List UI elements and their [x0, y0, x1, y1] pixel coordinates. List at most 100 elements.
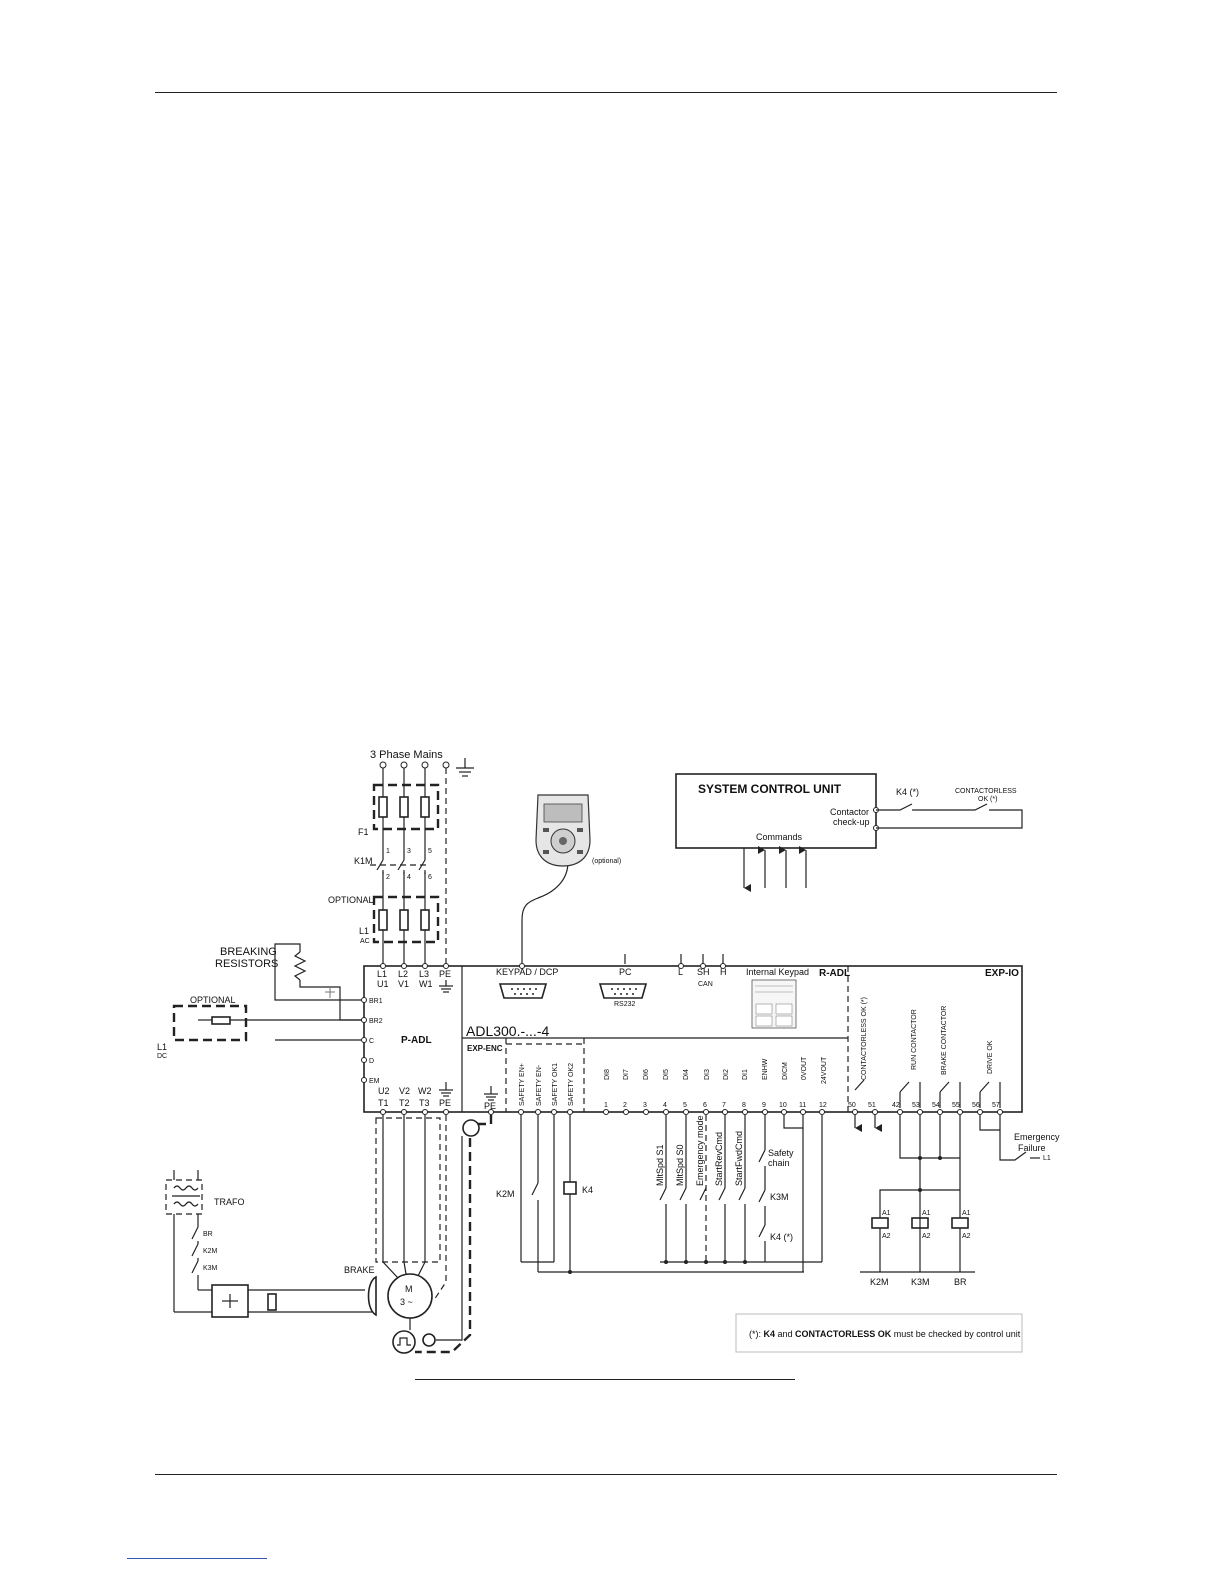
motor-m-label: M: [405, 1284, 413, 1294]
breaking-label-1: BREAKING: [220, 946, 277, 958]
coil-a2: A2: [882, 1233, 891, 1240]
terminal-pe-out: PE: [439, 1098, 451, 1108]
coil-a2: A2: [922, 1233, 931, 1240]
cmd-startfwd: StartFwdCmd: [734, 1131, 744, 1186]
rs232-label: RS232: [614, 1001, 636, 1008]
io-label: 0VOUT: [801, 1056, 808, 1080]
brake-label: BRAKE: [344, 1265, 375, 1275]
keypad-dcp-port: KEYPAD / DCP: [496, 963, 558, 999]
drive-model-label: ADL300.-...-4: [466, 1023, 549, 1039]
f1-label: F1: [358, 827, 369, 837]
note-cok: CONTACTORLESS OK: [795, 1329, 892, 1339]
io-label: DI7: [623, 1069, 630, 1080]
relay-number: 56: [972, 1102, 980, 1109]
coil-a1: A1: [922, 1210, 931, 1217]
safety-chain-label-2: chain: [768, 1158, 790, 1168]
internal-keypad: Internal Keypad R-ADL: [746, 967, 850, 1029]
caption-underline: [415, 1379, 795, 1380]
note-prefix: (*):: [749, 1329, 764, 1339]
drive-enclosure: [363, 965, 1023, 1113]
cmd-emergency-mode: Emergency mode: [695, 1115, 705, 1186]
contactor-k1m: K1M 1 3 5 2 4 6: [354, 848, 432, 881]
scu-contactor-label: Contactor: [830, 807, 869, 817]
enc-pe-label: PE: [484, 1101, 496, 1111]
k1m-term: 3: [407, 848, 411, 855]
terminal-c: C: [369, 1038, 374, 1045]
io-terminals: DI8 DI7 DI6 DI5 DI4 DI3 DI2 DI1 ENHW DIC…: [603, 1056, 828, 1115]
terminal-em: EM: [369, 1078, 380, 1085]
header-rule: [155, 92, 1057, 93]
io-label: 24VOUT: [821, 1056, 828, 1084]
safety-ok1: SAFETY OK1: [552, 1063, 559, 1106]
internal-keypad-label: Internal Keypad: [746, 967, 809, 977]
optional-ac-label: OPTIONAL: [328, 895, 374, 905]
note-k4: K4: [764, 1329, 776, 1339]
relay-number: 55: [952, 1102, 960, 1109]
can-terminals: L SH H CAN: [678, 954, 727, 988]
io-label: DI3: [704, 1069, 711, 1080]
note-text: (*): K4 and CONTACTORLESS OK must be che…: [749, 1329, 1021, 1339]
coil-br-label: BR: [954, 1277, 967, 1287]
io-number: 11: [799, 1102, 806, 1109]
keypad-optional-label: (optional): [592, 858, 621, 865]
relay-number: 51: [868, 1102, 876, 1109]
safety-en-minus: SAFETY EN-: [536, 1064, 543, 1106]
relay-brake-label: BRAKE CONTACTOR: [941, 1006, 948, 1075]
io-label: DI1: [742, 1069, 749, 1080]
k1m-term: 5: [428, 848, 432, 855]
terminal-l2: L2: [398, 969, 408, 979]
k1m-term: 2: [386, 874, 390, 881]
breaking-resistors: BREAKING RESISTORS: [215, 943, 364, 1021]
failure-label: Failure: [1018, 1143, 1046, 1153]
terminal-l3: L3: [419, 969, 429, 979]
safety-terminals: SAFETY EN+ SAFETY EN- SAFETY OK1 SAFETY …: [518, 1063, 575, 1115]
scu-contactorless-label: CONTACTORLESS: [955, 788, 1017, 795]
coil-k3m-label: K3M: [911, 1277, 930, 1287]
terminal-v1: V1: [398, 979, 409, 989]
keypad-device: (optional): [521, 794, 621, 963]
io-label: DI4: [683, 1069, 690, 1080]
breaking-label-2: RESISTORS: [215, 958, 278, 970]
terminal-pe-in: PE: [439, 969, 451, 979]
io-label: DI8: [604, 1069, 611, 1080]
relay-number: 57: [992, 1102, 1000, 1109]
terminal-u2: U2: [378, 1086, 390, 1096]
io-number: 2: [623, 1102, 627, 1109]
safety-en-plus: SAFETY EN+: [519, 1063, 526, 1106]
terminal-w1: W1: [419, 979, 433, 989]
relay-wiring: A1 A2 A1 A2 A1 A2 K2M K3M BR Emergency F…: [854, 1115, 1060, 1287]
p-adl-label: P-ADL: [401, 1035, 432, 1046]
io-number: 8: [742, 1102, 746, 1109]
can-label: CAN: [698, 981, 713, 988]
safety-k2m-label: K2M: [496, 1189, 515, 1199]
k1m-term: 6: [428, 874, 432, 881]
command-wiring: MltSpd S1 MltSpd S0 Emergency mode Start…: [655, 1115, 823, 1272]
scu-title: SYSTEM CONTROL UNIT: [698, 782, 842, 796]
relay-drive-ok-label: DRIVE OK: [987, 1040, 994, 1074]
trafo-label: TRAFO: [214, 1197, 245, 1207]
footer-link-underline: [127, 1558, 267, 1559]
trafo-k2m-label: K2M: [203, 1248, 218, 1255]
io-number: 7: [722, 1102, 726, 1109]
can-h: H: [720, 967, 727, 977]
relay-number: 53: [912, 1102, 920, 1109]
safety-k4-label: K4: [582, 1185, 593, 1195]
r-adl-label: R-ADL: [819, 968, 850, 979]
l1dc-label: L1: [157, 1042, 167, 1052]
relay-number: 50: [848, 1102, 856, 1109]
can-l: L: [678, 967, 683, 977]
l1ac-sub: AC: [360, 938, 370, 945]
chain-k4-label: K4 (*): [770, 1232, 793, 1242]
motor-phase-label: 3 ~: [400, 1297, 413, 1307]
safety-chain-label-1: Safety: [768, 1148, 794, 1158]
encoder-icon: [392, 1330, 416, 1354]
cmd-mltspd-s0: MltSpd S0: [675, 1144, 685, 1186]
relay-number: 42: [892, 1102, 900, 1109]
dc-choke-l1: OPTIONAL L1 DC: [157, 995, 364, 1060]
k1m-label: K1M: [354, 856, 373, 866]
relay-contactorless-label: CONTACTORLESS OK (*): [861, 997, 868, 1080]
io-label: DI6: [643, 1069, 650, 1080]
terminal-d: D: [369, 1058, 374, 1065]
keypad-dcp-label: KEYPAD / DCP: [496, 967, 558, 977]
coil-a2: A2: [962, 1233, 971, 1240]
